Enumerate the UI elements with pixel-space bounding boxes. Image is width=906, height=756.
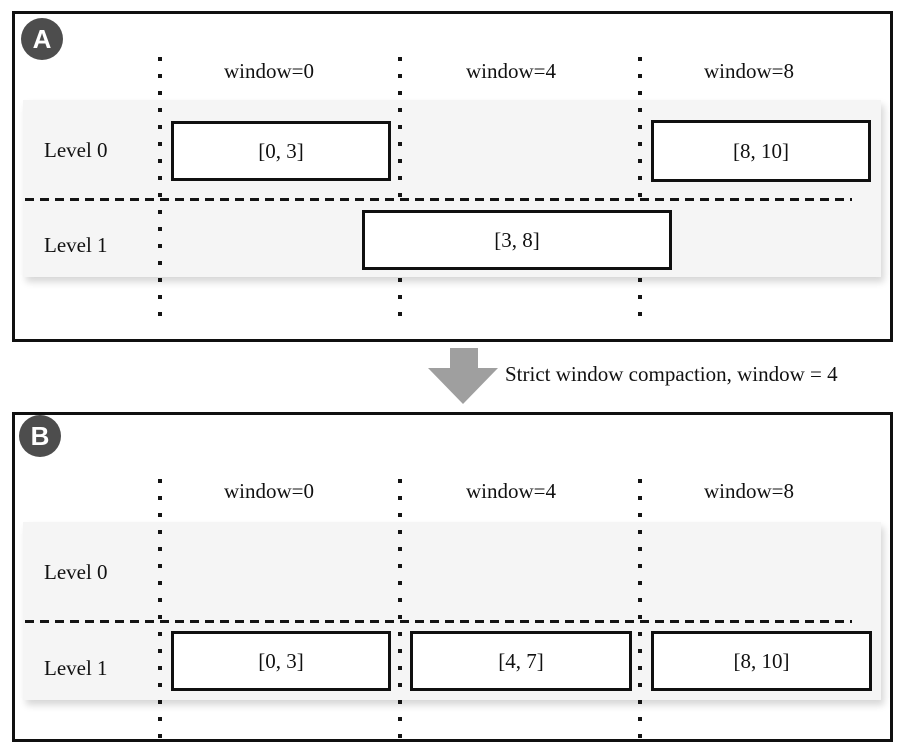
panel-b-badge: B bbox=[19, 415, 61, 457]
panel-a-run-box-3-8: [3, 8] bbox=[362, 210, 672, 270]
panel-b-column-header-window-0: window=0 bbox=[223, 479, 314, 503]
transition-caption: Strict window compaction, window = 4 bbox=[505, 362, 838, 386]
panel-a-frame bbox=[12, 11, 893, 342]
panel-b-run-box-8-10: [8, 10] bbox=[651, 631, 872, 691]
panel-a-badge: A bbox=[21, 18, 63, 60]
panel-a-level-0-label: Level 0 bbox=[44, 138, 108, 162]
panel-a-level-divider-dashed-line bbox=[25, 198, 852, 201]
panel-b-level-0-label: Level 0 bbox=[44, 560, 108, 584]
down-arrow-stem bbox=[450, 348, 478, 369]
panel-b-column-header-window-4: window=4 bbox=[465, 479, 556, 503]
panel-a-column-header-window-4: window=4 bbox=[465, 59, 556, 83]
panel-b-window-gridline-0 bbox=[158, 479, 162, 740]
panel-a-window-gridline-1 bbox=[398, 57, 402, 322]
panel-b-frame bbox=[12, 412, 893, 742]
panel-a-level-1-label: Level 1 bbox=[44, 233, 108, 257]
panel-a-run-box-8-10: [8, 10] bbox=[651, 120, 871, 182]
panel-b-window-gridline-2 bbox=[638, 479, 642, 740]
panel-b-column-header-window-8: window=8 bbox=[703, 479, 794, 503]
panel-a-column-header-window-0: window=0 bbox=[223, 59, 314, 83]
down-arrow-head bbox=[428, 368, 498, 404]
panel-a-run-box-0-3: [0, 3] bbox=[171, 121, 391, 181]
panel-a-column-header-window-8: window=8 bbox=[703, 59, 794, 83]
panel-b-run-box-0-3: [0, 3] bbox=[171, 631, 391, 691]
panel-b-level-divider-dashed-line bbox=[25, 620, 852, 623]
panel-a-window-gridline-0 bbox=[158, 57, 162, 322]
panel-b-run-box-4-7: [4, 7] bbox=[410, 631, 632, 691]
panel-b-level-1-label: Level 1 bbox=[44, 656, 108, 680]
panel-a-window-gridline-2 bbox=[638, 57, 642, 322]
panel-b-window-gridline-1 bbox=[398, 479, 402, 740]
